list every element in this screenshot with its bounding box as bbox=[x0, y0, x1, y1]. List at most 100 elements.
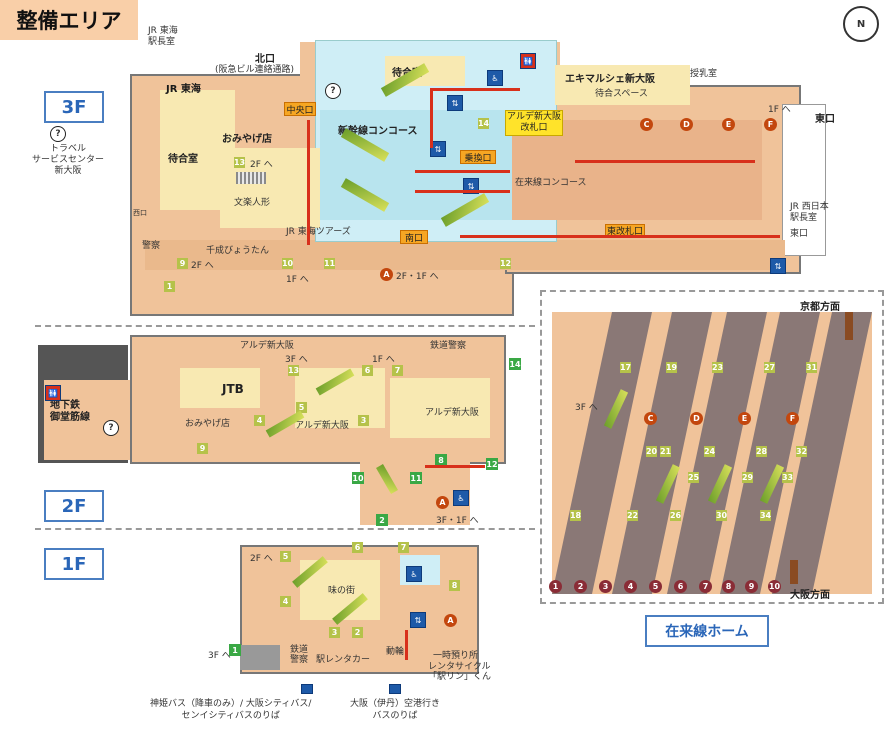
info-icon[interactable]: ? bbox=[50, 126, 66, 142]
platform-exit-25[interactable]: 25 bbox=[687, 472, 700, 483]
minami-gate-sign[interactable]: 南口 bbox=[400, 230, 428, 244]
exit-12-marker[interactable]: 12 bbox=[499, 258, 512, 269]
exit-7-1f[interactable]: 7 bbox=[398, 542, 409, 553]
exit-9-marker[interactable]: 9 bbox=[177, 258, 188, 269]
exit-11-2f[interactable]: 11 bbox=[410, 472, 422, 484]
track-6[interactable]: 6 bbox=[674, 580, 687, 593]
exit-1-1f[interactable]: 1 bbox=[229, 644, 241, 656]
transfer-gate-sign[interactable]: 乗換口 bbox=[460, 150, 496, 164]
exit-12-2f[interactable]: 12 bbox=[486, 458, 498, 470]
exit-2-1f[interactable]: 2 bbox=[352, 627, 363, 638]
platform-exit-31[interactable]: 31 bbox=[805, 362, 818, 373]
exit-5-1f[interactable]: 5 bbox=[280, 551, 291, 562]
exit-13-2f[interactable]: 13 bbox=[287, 365, 300, 376]
track-1[interactable]: 1 bbox=[549, 580, 562, 593]
ekimarche-area bbox=[555, 65, 690, 105]
marker-c-3f[interactable]: C bbox=[640, 118, 653, 131]
exit-10-2f[interactable]: 10 bbox=[352, 472, 364, 484]
platform-exit-21[interactable]: 21 bbox=[659, 446, 672, 457]
exit-3-2f[interactable]: 3 bbox=[358, 415, 369, 426]
exit-6-1f[interactable]: 6 bbox=[352, 542, 363, 553]
track-7[interactable]: 7 bbox=[699, 580, 712, 593]
floor-label-2f[interactable]: 2F bbox=[44, 490, 104, 522]
marker-a-2f[interactable]: A bbox=[436, 496, 449, 509]
jtb-label: JTB bbox=[222, 382, 244, 396]
exit-2-2f[interactable]: 2 bbox=[376, 514, 388, 526]
floor-label-1f[interactable]: 1F bbox=[44, 548, 104, 580]
platform-marker-e[interactable]: E bbox=[738, 412, 751, 425]
track-3[interactable]: 3 bbox=[599, 580, 612, 593]
compass-north-label: N bbox=[856, 18, 866, 30]
exit-3-1f[interactable]: 3 bbox=[329, 627, 340, 638]
platform-marker-c[interactable]: C bbox=[644, 412, 657, 425]
floor-label-3f[interactable]: 3F bbox=[44, 91, 104, 123]
track-5[interactable]: 5 bbox=[649, 580, 662, 593]
marker-a-3f[interactable]: A bbox=[380, 268, 393, 281]
exit-4-1f[interactable]: 4 bbox=[280, 596, 291, 607]
track-8[interactable]: 8 bbox=[722, 580, 735, 593]
eki-rentacar-label: 駅レンタカー bbox=[316, 655, 371, 665]
to-3f-1f-label-2f: 3F・1F へ bbox=[436, 516, 479, 526]
platform-exit-17[interactable]: 17 bbox=[619, 362, 632, 373]
track-9[interactable]: 9 bbox=[745, 580, 758, 593]
exit-5-2f[interactable]: 5 bbox=[296, 402, 307, 413]
kitaguchi-label: 北口 bbox=[255, 54, 275, 65]
wheelchair-icon-2f: ♿ bbox=[453, 490, 469, 506]
marker-d-3f[interactable]: D bbox=[680, 118, 693, 131]
exit-1-marker[interactable]: 1 bbox=[164, 281, 175, 292]
elevator-icon: ⇅ bbox=[447, 95, 463, 111]
exit-11-marker[interactable]: 11 bbox=[323, 258, 336, 269]
exit-13-marker[interactable]: 13 bbox=[233, 157, 246, 168]
info-icon-2f[interactable]: ? bbox=[103, 420, 119, 436]
exit-10-marker[interactable]: 10 bbox=[281, 258, 294, 269]
marker-a-1f[interactable]: A bbox=[444, 614, 457, 627]
track-2[interactable]: 2 bbox=[574, 580, 587, 593]
platform-exit-18[interactable]: 18 bbox=[569, 510, 582, 521]
route-line bbox=[415, 190, 510, 193]
platform-exit-19[interactable]: 19 bbox=[665, 362, 678, 373]
info-icon-2[interactable]: ? bbox=[325, 83, 341, 99]
platform-exit-26[interactable]: 26 bbox=[669, 510, 682, 521]
platform-exit-24[interactable]: 24 bbox=[703, 446, 716, 457]
chuo-gate-sign[interactable]: 中央口 bbox=[284, 102, 316, 116]
railway-police-label-2f: 鉄道警察 bbox=[430, 341, 467, 351]
platform-marker-d[interactable]: D bbox=[690, 412, 703, 425]
arte-label-2f-b: アルデ新大阪 bbox=[295, 421, 349, 431]
track-10[interactable]: 10 bbox=[768, 580, 781, 593]
waiting-room-label-3f: 待合室 bbox=[168, 154, 198, 165]
platform-exit-30[interactable]: 30 bbox=[715, 510, 728, 521]
marker-f-3f[interactable]: F bbox=[764, 118, 777, 131]
arte-gate-sign[interactable]: アルデ新大阪 改札口 bbox=[505, 110, 563, 136]
platform-exit-29[interactable]: 29 bbox=[741, 472, 754, 483]
platform-exit-28[interactable]: 28 bbox=[755, 446, 768, 457]
exit-14-2f[interactable]: 14 bbox=[509, 358, 521, 370]
arrow-down-icon bbox=[790, 560, 798, 584]
platform-exit-23[interactable]: 23 bbox=[711, 362, 724, 373]
platform-exit-34[interactable]: 34 bbox=[759, 510, 772, 521]
exit-14-marker[interactable]: 14 bbox=[477, 118, 490, 129]
exit-9-2f[interactable]: 9 bbox=[197, 443, 208, 454]
platform-title[interactable]: 在来線ホーム bbox=[645, 615, 769, 647]
to-1f-label-2f: 1F へ bbox=[372, 355, 395, 365]
platform-marker-f[interactable]: F bbox=[786, 412, 799, 425]
exit-8-2f[interactable]: 8 bbox=[435, 454, 447, 466]
track-4[interactable]: 4 bbox=[624, 580, 637, 593]
marker-e-3f[interactable]: E bbox=[722, 118, 735, 131]
exit-7-2f[interactable]: 7 bbox=[392, 365, 403, 376]
luggage-storage-label: 一時預り所 bbox=[433, 651, 479, 661]
route-line bbox=[425, 465, 485, 468]
route-line bbox=[405, 630, 408, 660]
bus-stop-label-1: 神姫バス（降車のみ）/ 大阪シティバス/ センイシティバスのりば bbox=[150, 699, 312, 721]
osaka-direction-label: 大阪方面 bbox=[790, 590, 830, 601]
exit-4-2f[interactable]: 4 bbox=[254, 415, 265, 426]
route-line bbox=[460, 235, 780, 238]
exit-8-1f[interactable]: 8 bbox=[449, 580, 460, 591]
platform-exit-22[interactable]: 22 bbox=[626, 510, 639, 521]
platform-exit-20[interactable]: 20 bbox=[645, 446, 658, 457]
to-2f-label-1f: 2F へ bbox=[250, 554, 273, 564]
exit-6-2f[interactable]: 6 bbox=[362, 365, 373, 376]
platform-exit-32[interactable]: 32 bbox=[795, 446, 808, 457]
platform-exit-27[interactable]: 27 bbox=[763, 362, 776, 373]
to-3f-label-2f: 3F へ bbox=[285, 355, 308, 365]
platform-exit-33[interactable]: 33 bbox=[781, 472, 794, 483]
